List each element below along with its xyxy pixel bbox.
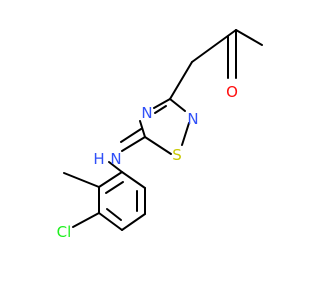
- chlorine-label: Cl: [57, 223, 72, 241]
- bond-phenyl-inner-b: [106, 208, 122, 221]
- oxygen-label: O: [226, 83, 238, 101]
- label-layer: O N S N H N Cl: [57, 83, 238, 241]
- amine-n-label: N: [110, 150, 121, 168]
- bond-nh-phc1: [108, 161, 123, 173]
- bond-ch2-ringc3: [169, 61, 193, 100]
- bond-ringc5-ringn5-double-a: [121, 136, 146, 152]
- bond-phc3-chloro: [72, 212, 100, 228]
- molecule-structure: O N S N H N Cl: [57, 29, 263, 241]
- bond-ringc5-sulfur: [144, 136, 172, 155]
- bond-phc2-methyl: [63, 172, 100, 188]
- bond-ringc3-ringn4-a: [153, 98, 171, 109]
- bond-phc3-phc4: [98, 212, 123, 231]
- amine-h-label: H: [93, 150, 104, 168]
- nitrogen-label-n4: N: [141, 104, 152, 122]
- bond-phc4-phc5: [121, 213, 146, 231]
- bond-ringc3-ringn4-b: [154, 105, 167, 114]
- bond-phc1-phc6: [121, 171, 146, 189]
- bond-ringn4-ringc5: [139, 120, 146, 138]
- nitrogen-label-n2: N: [187, 110, 198, 128]
- bond-carbonyl-ch2: [191, 29, 237, 63]
- bond-methyl-carbonyl: [235, 29, 263, 46]
- bond-phenyl-inner-a: [105, 181, 124, 194]
- bond-phc1-phc2-a: [98, 171, 123, 188]
- bond-ringn2-ringc3: [169, 98, 186, 112]
- bond-layer: [63, 29, 263, 231]
- bond-ringc5-ringn5-double-b: [120, 128, 142, 143]
- sulfur-label: S: [172, 146, 182, 164]
- bond-sulfur-ringn2: [181, 122, 190, 146]
